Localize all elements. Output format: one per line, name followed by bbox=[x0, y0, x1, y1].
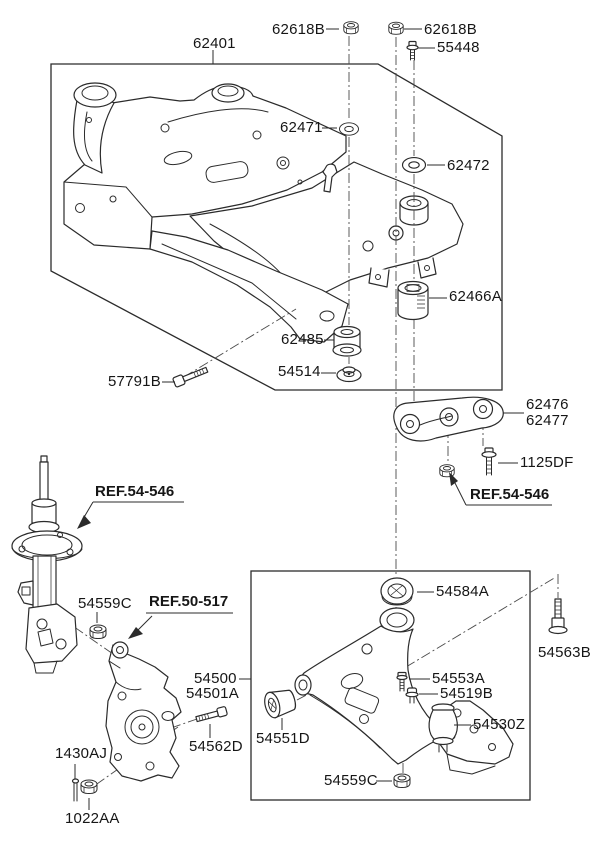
bolt-54563b-icon bbox=[548, 598, 568, 635]
nut-54559c-lower-icon bbox=[393, 773, 411, 788]
bushing-54551d-icon bbox=[264, 689, 296, 719]
label-crossmember: 62401 bbox=[193, 35, 236, 52]
nut-62618b-right-icon bbox=[388, 21, 404, 35]
lower-arm-box bbox=[250, 570, 531, 801]
bushing-62466a-icon bbox=[397, 280, 429, 321]
bolt-1125df-icon bbox=[481, 447, 497, 476]
roll-stopper-bracket-drawing bbox=[393, 396, 504, 442]
label-washer-lower: 62472 bbox=[447, 157, 490, 174]
nut-62618b-left-icon bbox=[343, 21, 359, 35]
ball-joint-icon bbox=[428, 703, 458, 753]
nut-1022aa-icon bbox=[80, 779, 98, 794]
label-stopper: 54514 bbox=[278, 363, 321, 380]
label-bolt-54562d: 54562D bbox=[189, 738, 243, 755]
label-bushing-54584a: 54584A bbox=[436, 583, 489, 600]
label-bushing-front: 62485 bbox=[281, 331, 324, 348]
label-bushing-rear: 62466A bbox=[449, 288, 502, 305]
bolt-55448-icon bbox=[406, 40, 419, 61]
bolt-54553a-icon bbox=[396, 671, 408, 692]
label-bolt-1125df: 1125DF bbox=[520, 454, 574, 471]
leader-lines bbox=[74, 28, 552, 810]
label-nut-right: 62618B bbox=[424, 21, 477, 38]
label-ref-54-546-left: REF.54-546 bbox=[95, 483, 175, 500]
label-bracket: 62476 bbox=[526, 396, 569, 413]
label-arm: 54500 bbox=[194, 670, 237, 687]
washer-62471-icon bbox=[339, 122, 359, 136]
stopper-54514-icon bbox=[336, 366, 362, 383]
label-pin-1430aj: 1430AJ bbox=[55, 745, 108, 762]
bolt-54519b-icon bbox=[405, 687, 419, 704]
label-ref-54-546-right: REF.54-546 bbox=[470, 486, 550, 503]
label-bolt-54563b: 54563B bbox=[538, 644, 591, 661]
label-nut-left: 62618B bbox=[272, 21, 325, 38]
label-bolt-54553a: 54553A bbox=[432, 670, 485, 687]
label-bushing-54551d: 54551D bbox=[256, 730, 310, 747]
washer-62472-icon bbox=[401, 156, 427, 174]
label-bolt-54519b: 54519B bbox=[440, 685, 493, 702]
crossmember-drawing bbox=[63, 82, 464, 343]
label-bolt-55448: 55448 bbox=[437, 39, 480, 56]
label-nut-54559c-lower: 54559C bbox=[324, 772, 378, 789]
bolt-54562d-icon bbox=[195, 706, 228, 723]
crossmember-box bbox=[50, 63, 503, 391]
label-nut-54559c-upper: 54559C bbox=[78, 595, 132, 612]
nut-54559c-upper-icon bbox=[89, 624, 107, 639]
label-bracket-alt: 62477 bbox=[526, 412, 569, 429]
label-washer-upper: 62471 bbox=[280, 119, 323, 136]
knuckle-drawing bbox=[105, 641, 182, 782]
bushing-62485-icon bbox=[332, 325, 362, 357]
label-arm-alt: 54501A bbox=[186, 685, 239, 702]
bolt-57791b-icon bbox=[172, 366, 209, 388]
cotter-pin-1430aj-icon bbox=[71, 778, 80, 802]
label-bolt-57791b: 57791B bbox=[108, 373, 161, 390]
washer-ref-icon bbox=[439, 464, 455, 478]
label-ref-50-517: REF.50-517 bbox=[149, 593, 229, 610]
lower-arm-drawing bbox=[264, 577, 514, 775]
strut-drawing bbox=[11, 455, 83, 674]
hook-bracket bbox=[322, 163, 338, 193]
label-nut-1022aa: 1022AA bbox=[65, 810, 120, 827]
label-ball-joint: 54530Z bbox=[473, 716, 526, 733]
bushing-54584a-icon bbox=[380, 577, 414, 606]
